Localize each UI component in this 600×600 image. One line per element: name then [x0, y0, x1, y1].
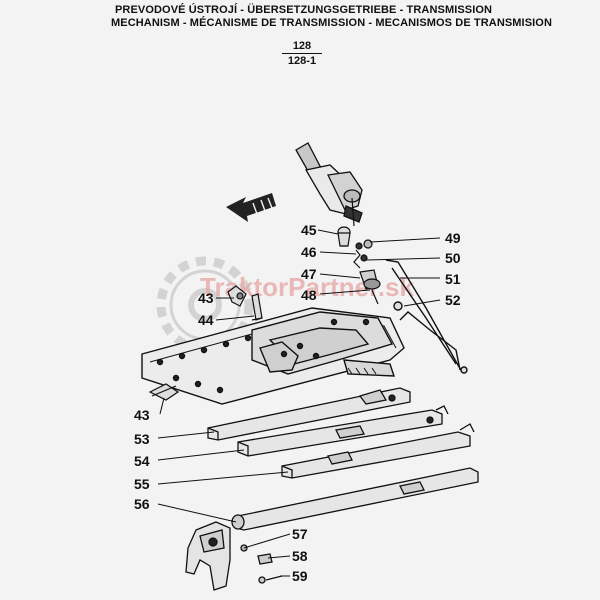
page-reference: 128 128-1 — [282, 40, 322, 67]
page-reference-top: 128 — [282, 40, 322, 54]
direction-arrow-icon — [226, 193, 276, 222]
callout-56: 56 — [134, 496, 150, 512]
callout-45: 45 — [301, 222, 317, 238]
callout-51: 51 — [445, 271, 461, 287]
callout-54: 54 — [134, 453, 150, 469]
callout-43-lower: 43 — [134, 407, 150, 423]
callout-44: 44 — [198, 312, 214, 328]
gear-lever-assembly — [295, 142, 363, 227]
callout-49: 49 — [445, 230, 461, 246]
callout-43-upper: 43 — [198, 290, 214, 306]
shift-fork-57-59 — [185, 521, 283, 591]
small-parts-45-50 — [337, 226, 381, 305]
callout-46: 46 — [301, 244, 317, 260]
title-line-2: MECHANISM - MÉCANISME DE TRANSMISSION - … — [111, 17, 553, 29]
callout-59: 59 — [292, 568, 308, 584]
callout-50: 50 — [445, 250, 461, 266]
leader-lines — [157, 229, 441, 577]
callout-48: 48 — [301, 287, 317, 303]
shift-rod-56 — [231, 467, 479, 531]
callout-52: 52 — [445, 292, 461, 308]
cover-plate — [141, 307, 405, 405]
title-line-1: PREVODOVÉ ÚSTROJÍ - ÜBERSETZUNGSGETRIEBE… — [115, 4, 493, 16]
small-parts-43-44 — [227, 285, 263, 321]
callout-57: 57 — [292, 526, 308, 542]
shift-lever-51-52 — [385, 259, 468, 374]
callout-53: 53 — [134, 431, 150, 447]
shift-rail-53 — [207, 387, 411, 441]
shift-rail-54 — [237, 405, 449, 457]
callout-labels: 45 46 47 48 49 50 51 52 43 44 43 53 54 5… — [134, 222, 461, 584]
callout-55: 55 — [134, 476, 150, 492]
small-part-43-lower — [148, 383, 180, 401]
shift-rail-55 — [281, 423, 475, 479]
page-reference-bottom: 128-1 — [287, 55, 317, 67]
callout-58: 58 — [292, 548, 308, 564]
callout-47: 47 — [301, 266, 317, 282]
